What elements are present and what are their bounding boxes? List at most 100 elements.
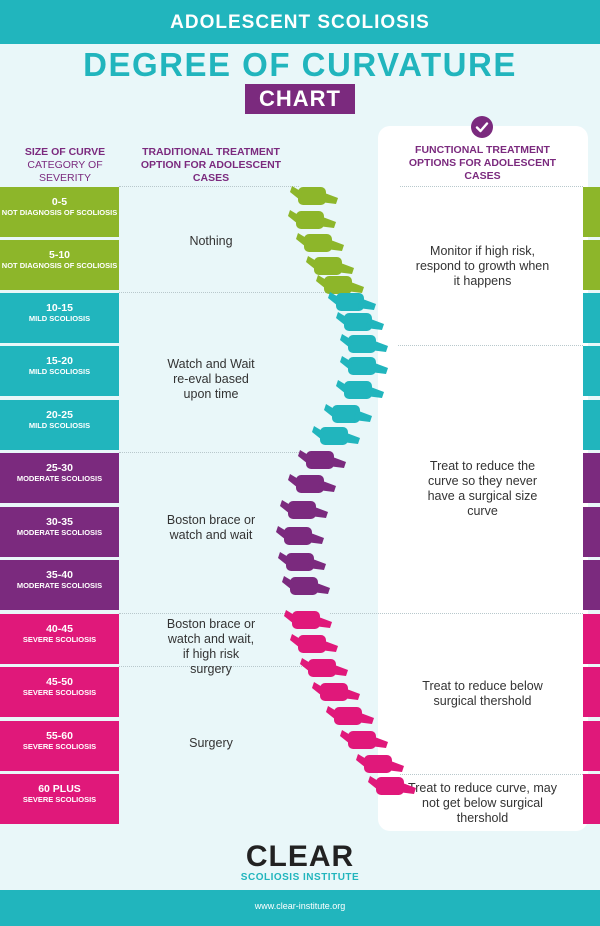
vertebra-process	[306, 532, 324, 544]
vertebra-process	[386, 760, 404, 772]
row-range: 20-25	[46, 409, 73, 421]
footer-url: www.clear-institute.org	[254, 901, 346, 911]
vertebra-process	[328, 456, 346, 468]
vertebra	[348, 335, 376, 353]
row-category: NOT DIAGNOSIS OF SCOLIOSIS	[1, 261, 118, 270]
vertebra-process	[308, 558, 326, 570]
row-range: 10-15	[46, 302, 73, 314]
vertebra-process	[326, 239, 344, 251]
severity-color-bar	[583, 400, 600, 450]
vertebra-process	[316, 275, 328, 289]
traditional-treatment-2: Watch and Wait re-eval based upon time	[167, 357, 255, 401]
vertebra-process	[356, 754, 368, 768]
vertebra-process	[320, 640, 338, 652]
functional-treatment-2: Treat to reduce the curve so they never …	[427, 459, 538, 518]
vertebra-process	[358, 298, 376, 310]
vertebra-process	[290, 634, 302, 648]
vertebra-process	[282, 576, 294, 590]
vertebra	[296, 475, 324, 493]
severity-row-35-40: 35-40 MODERATE SCOLIOSIS	[0, 560, 119, 610]
vertebra	[298, 635, 326, 653]
vertebra-process	[336, 312, 348, 326]
vertebra-process	[366, 318, 384, 330]
severity-color-bar	[583, 293, 600, 343]
severity-color-bar	[583, 614, 600, 664]
row-category: MODERATE SCOLIOSIS	[16, 528, 103, 537]
size-column-header: SIZE OF CURVE CATEGORY OF SEVERITY	[10, 146, 120, 185]
row-range: 35-40	[46, 569, 73, 581]
row-range: 60 PLUS	[38, 783, 81, 795]
vertebra-process	[296, 233, 308, 247]
vertebra-process	[366, 386, 384, 398]
vertebra	[344, 313, 372, 331]
severity-row-30-35: 30-35 MODERATE SCOLIOSIS	[0, 507, 119, 557]
severity-color-bar	[583, 721, 600, 771]
row-range: 0-5	[51, 196, 68, 208]
vertebra	[334, 707, 362, 725]
vertebra-process	[398, 782, 416, 794]
vertebra-process	[324, 404, 336, 418]
page-subtitle: ADOLESCENT SCOLIOSIS	[170, 12, 430, 33]
vertebra-process	[288, 210, 300, 224]
severity-row-0-5: 0-5 NOT DIAGNOSIS OF SCOLIOSIS	[0, 187, 119, 237]
page-title: DEGREE OF CURVATURE	[83, 46, 517, 83]
vertebra-process	[312, 682, 324, 696]
severity-row-25-30: 25-30 MODERATE SCOLIOSIS	[0, 453, 119, 503]
row-divider	[119, 613, 289, 614]
functional-column-header: FUNCTIONAL TREATMENT OPTIONS FOR ADOLESC…	[408, 144, 557, 182]
vertebra	[324, 276, 352, 294]
vertebra	[308, 659, 336, 677]
clear-logo: CLEAR SCOLIOSIS INSTITUTE	[0, 840, 600, 884]
row-category: MILD SCOLIOSIS	[28, 314, 91, 323]
vertebra-process	[346, 281, 364, 293]
vertebra-process	[370, 362, 388, 374]
vertebra	[332, 405, 360, 423]
vertebra-process	[370, 736, 388, 748]
severity-row-15-20: 15-20 MILD SCOLIOSIS	[0, 346, 119, 396]
vertebra-process	[340, 730, 352, 744]
row-category: MODERATE SCOLIOSIS	[16, 581, 103, 590]
vertebra	[288, 501, 316, 519]
row-divider	[119, 292, 334, 293]
vertebra-process	[318, 480, 336, 492]
row-divider	[398, 345, 583, 346]
vertebra-process	[336, 262, 354, 274]
vertebra-process	[284, 610, 296, 624]
top-banner	[0, 0, 600, 44]
size-header-subtitle: CATEGORY OF SEVERITY	[27, 159, 103, 184]
vertebra	[364, 755, 392, 773]
vertebra-process	[354, 410, 372, 422]
vertebra	[320, 683, 348, 701]
severity-row-45-50: 45-50 SEVERE SCOLIOSIS	[0, 667, 119, 717]
vertebra-process	[342, 432, 360, 444]
row-category: SEVERE SCOLIOSIS	[22, 635, 97, 644]
vertebra-process	[314, 616, 332, 628]
vertebra	[314, 257, 342, 275]
vertebra-process	[370, 340, 388, 352]
severity-color-bar	[583, 453, 600, 503]
row-divider	[119, 666, 304, 667]
vertebra-process	[278, 552, 290, 566]
vertebra	[344, 381, 372, 399]
severity-row-60-plus: 60 PLUS SEVERE SCOLIOSIS	[0, 774, 119, 824]
row-range: 45-50	[46, 676, 73, 688]
vertebra	[286, 553, 314, 571]
row-range: 25-30	[46, 462, 73, 474]
severity-color-bar	[583, 560, 600, 610]
vertebra-process	[280, 500, 292, 514]
row-divider	[400, 774, 583, 775]
footer-bar: www.clear-institute.org	[0, 890, 600, 926]
functional-treatment-1: Monitor if high risk, respond to growth …	[415, 244, 550, 288]
logo-wordmark: CLEAR	[245, 840, 355, 873]
severity-row-20-25: 20-25 MILD SCOLIOSIS	[0, 400, 119, 450]
traditional-column-header: TRADITIONAL TREATMENT OPTION FOR ADOLESC…	[140, 146, 282, 184]
checkmark-circle-icon	[471, 116, 493, 138]
vertebra-process	[356, 712, 374, 724]
vertebra-process	[310, 506, 328, 518]
severity-color-bar	[583, 667, 600, 717]
vertebra-process	[336, 380, 348, 394]
row-category: NOT DIAGNOSIS OF SCOLIOSIS	[1, 208, 118, 217]
functional-treatment-4: Treat to reduce curve, may not get below…	[408, 781, 557, 825]
severity-row-10-15: 10-15 MILD SCOLIOSIS	[0, 293, 119, 343]
traditional-treatment-3: Boston brace or watch and wait	[166, 513, 256, 542]
